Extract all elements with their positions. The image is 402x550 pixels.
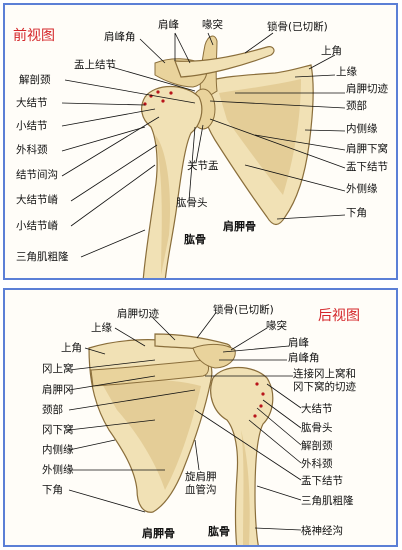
- label-inferior-angle: 下角: [346, 207, 367, 219]
- label-superior-angle: 上角: [61, 342, 82, 354]
- label-infraglenoid-tubercle: 盂下结节: [301, 475, 343, 487]
- label-humerus: 肱骨: [208, 525, 230, 538]
- label-lesser-tubercle: 小结节: [16, 120, 48, 132]
- label-scapula: 肩胛骨: [142, 527, 175, 540]
- label-humeral-head: 肱骨头: [176, 197, 208, 209]
- label-acromial-angle: 肩峰角: [288, 352, 320, 364]
- label-humeral-head: 肱骨头: [301, 422, 333, 434]
- label-lateral-border: 外侧缘: [42, 464, 74, 476]
- label-lesser-tubercle-crest: 小结节嵴: [16, 220, 58, 232]
- label-anatomical-neck: 解剖颈: [301, 440, 333, 452]
- label-spinoglenoid-notch-1: 连接冈上窝和: [293, 368, 356, 380]
- back-view-panel: 肩胛切迹 锁骨(已切断) 后视图 喙突 上缘 肩峰 上角 肩峰角 连接冈上窝和 …: [3, 288, 398, 547]
- label-clavicle-cut: 锁骨(已切断): [267, 21, 328, 33]
- label-surgical-neck: 外科颈: [301, 458, 333, 470]
- label-coracoid: 喙突: [202, 19, 223, 31]
- label-intertubercular-groove: 结节间沟: [16, 169, 58, 181]
- label-scapular-notch: 肩胛切迹: [346, 83, 388, 95]
- label-circumflex-groove-1: 旋肩胛: [185, 471, 217, 483]
- label-superior-border: 上缘: [91, 322, 112, 334]
- label-scapular-notch: 肩胛切迹: [117, 308, 159, 320]
- label-anatomical-neck: 解剖颈: [19, 74, 51, 86]
- label-deltoid-tuberosity: 三角肌粗隆: [301, 495, 354, 507]
- label-clavicle-cut: 锁骨(已切断): [213, 304, 274, 316]
- label-supraspinous-fossa: 冈上窝: [42, 363, 74, 375]
- back-view-title: 后视图: [318, 308, 360, 324]
- label-greater-tubercle-crest: 大结节嵴: [16, 194, 58, 206]
- back-view-illustration: [68, 313, 302, 545]
- label-scapular-spine: 肩胛冈: [42, 384, 74, 396]
- label-infraspinous-fossa: 冈下窝: [42, 424, 74, 436]
- label-superior-border: 上缘: [336, 66, 357, 78]
- label-acromion: 肩峰: [288, 337, 309, 349]
- label-lateral-border: 外侧缘: [346, 183, 378, 195]
- label-deltoid-tuberosity: 三角肌粗隆: [16, 251, 69, 263]
- label-radial-groove: 桡神经沟: [301, 525, 343, 537]
- label-inferior-angle: 下角: [42, 484, 63, 496]
- label-coracoid: 喙突: [266, 320, 287, 332]
- label-acromial-angle: 肩峰角: [104, 31, 136, 43]
- front-view-panel: 前视图 肩峰角 肩峰 喙突 锁骨(已切断) 上角 上缘 肩胛切迹 颈部 内侧缘 …: [3, 3, 398, 280]
- label-spinoglenoid-notch-2: 冈下窝的切迹: [293, 381, 356, 393]
- label-neck: 颈部: [346, 100, 367, 112]
- label-medial-border: 内侧缘: [346, 123, 378, 135]
- label-glenoid-cavity: 关节盂: [187, 160, 219, 172]
- front-view-title: 前视图: [13, 28, 55, 44]
- label-greater-tubercle: 大结节: [16, 97, 48, 109]
- label-circumflex-groove-2: 血管沟: [185, 484, 217, 496]
- label-supraglenoid-tubercle: 盂上结节: [74, 59, 116, 71]
- label-superior-angle: 上角: [321, 45, 342, 57]
- label-medial-border: 内侧缘: [42, 444, 74, 456]
- front-view-illustration: [61, 32, 346, 278]
- label-subscapular-fossa: 肩胛下窝: [346, 143, 388, 155]
- label-neck: 颈部: [42, 404, 63, 416]
- label-surgical-neck: 外科颈: [16, 144, 48, 156]
- label-greater-tubercle: 大结节: [301, 403, 333, 415]
- label-scapula: 肩胛骨: [223, 220, 256, 233]
- label-acromion: 肩峰: [158, 19, 179, 31]
- label-infraglenoid-tubercle: 盂下结节: [346, 161, 388, 173]
- label-humerus: 肱骨: [184, 233, 206, 246]
